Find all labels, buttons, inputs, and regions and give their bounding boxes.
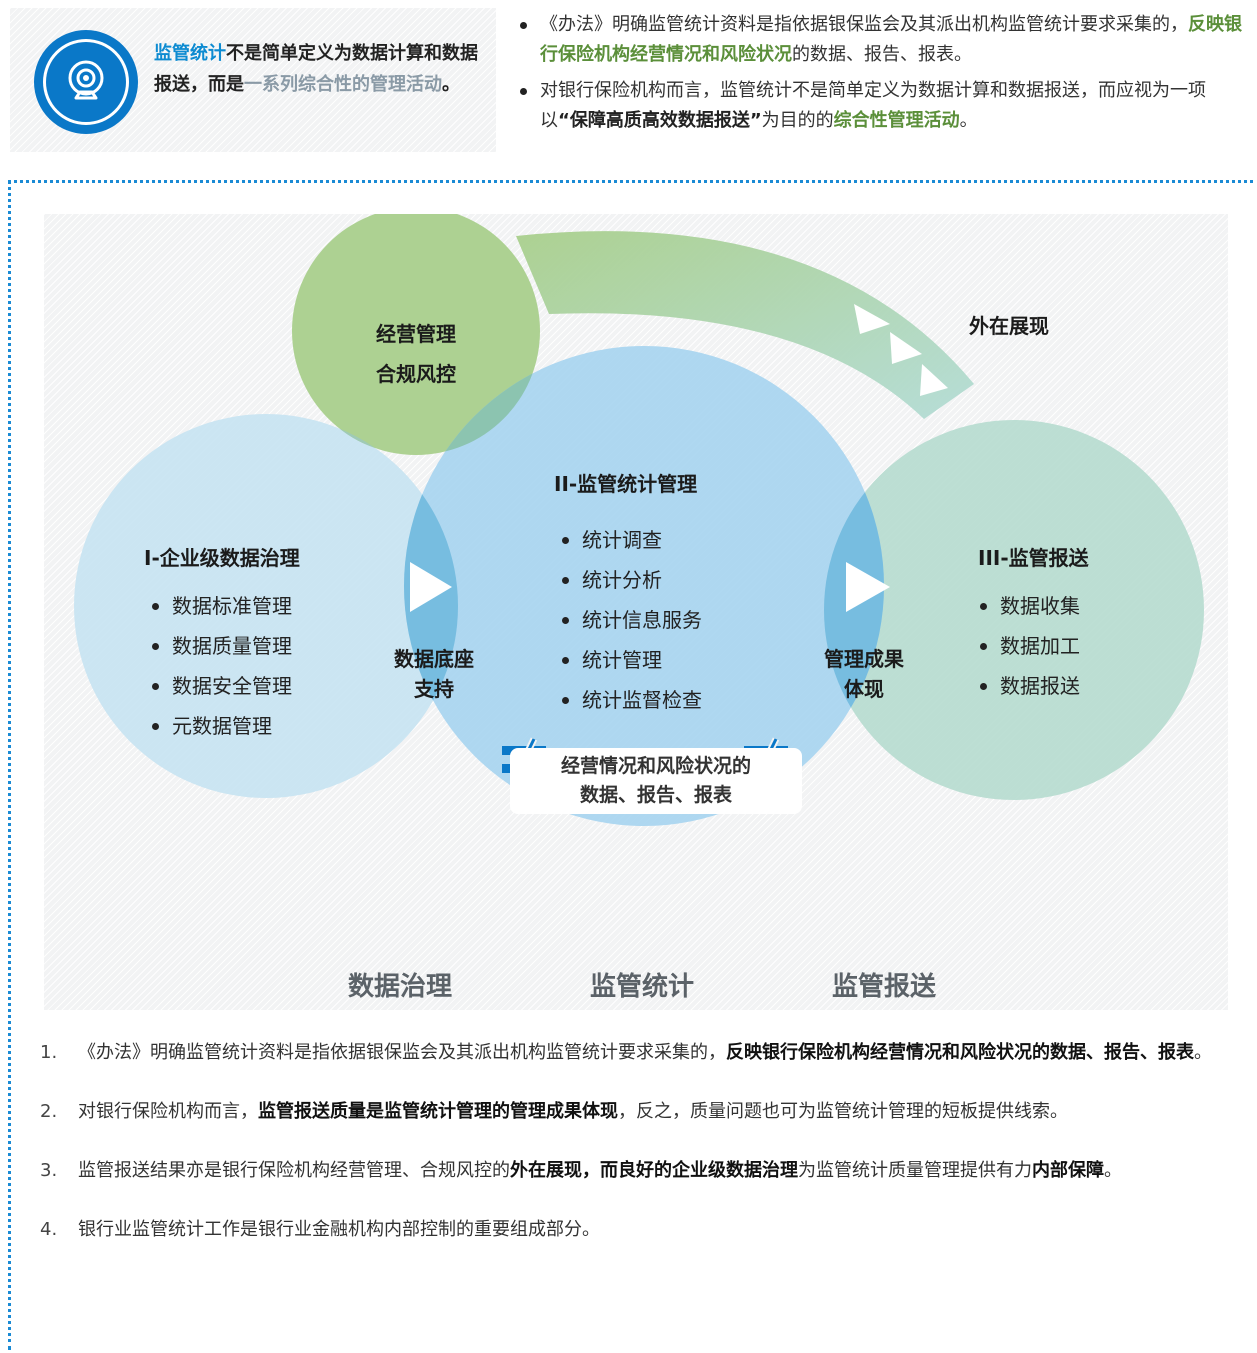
list-item: 元数据管理 bbox=[152, 706, 292, 746]
note-item-1: 1.《办法》明确监管统计资料是指依据银保监会及其派出机构监管统计要求采集的，反映… bbox=[40, 1042, 1212, 1063]
left-circle bbox=[74, 414, 458, 798]
result-box: 经营情况和风险状况的 数据、报告、报表 bbox=[510, 748, 802, 814]
list-item: 统计分析 bbox=[562, 560, 702, 600]
list-item: 数据收集 bbox=[980, 586, 1080, 626]
top-bullet-2: 对银行保险机构而言，监管统计不是简单定义为数据计算和数据报送，而应视为一项以“保… bbox=[520, 76, 1250, 136]
left-circle-title: I-企业级数据治理 bbox=[144, 546, 300, 570]
notes-list: 1.《办法》明确监管统计资料是指依据银保监会及其派出机构监管统计要求采集的，反映… bbox=[40, 1037, 1220, 1273]
list-item: 数据报送 bbox=[980, 666, 1080, 706]
summary-callout: 监管统计不是简单定义为数据计算和数据报送，而是一系列综合性的管理活动。 bbox=[10, 8, 496, 152]
equation-term-regulatory-statistics: 监管统计 bbox=[590, 972, 695, 1002]
arrow-chevron-3 bbox=[920, 364, 948, 396]
play-icon-left bbox=[410, 562, 452, 612]
top-bullet-1: 《办法》明确监管统计资料是指依据银保监会及其派出机构监管统计要求采集的，反映银行… bbox=[520, 10, 1250, 70]
list-item: 数据标准管理 bbox=[152, 586, 292, 626]
arrow-label: 外在展现 bbox=[969, 314, 1049, 338]
right-overlap-label: 管理成果 体现 bbox=[824, 647, 904, 701]
list-item: 统计管理 bbox=[562, 640, 702, 680]
note-item-2: 2.对银行保险机构而言，监管报送质量是监管统计管理的管理成果体现，反之，质量问题… bbox=[40, 1101, 1068, 1122]
center-circle-list: 统计调查 统计分析 统计信息服务 统计管理 统计监督检查 bbox=[562, 520, 702, 720]
equation-term-data-governance: 数据治理 bbox=[348, 972, 453, 1002]
arrow-chevron-2 bbox=[890, 332, 922, 364]
arrow-chevron-1 bbox=[854, 304, 890, 334]
list-item: 统计调查 bbox=[562, 520, 702, 560]
note-item-4: 4.银行业监管统计工作是银行业金融机构内部控制的重要组成部分。 bbox=[40, 1219, 600, 1240]
right-circle-title: III-监管报送 bbox=[978, 546, 1089, 570]
play-icon-right bbox=[846, 562, 890, 612]
venn-diagram-panel: 经营管理 合规风控 外在展现 I-企业级数据治理 数据标准管理 数据质量管理 数… bbox=[44, 214, 1228, 1010]
top-circle-label: 经营管理 合规风控 bbox=[376, 322, 456, 386]
center-circle bbox=[404, 346, 884, 826]
webcam-icon bbox=[34, 30, 138, 134]
top-circle bbox=[292, 214, 540, 455]
dotted-divider-vertical bbox=[8, 180, 11, 1350]
external-presentation-arrow bbox=[516, 231, 974, 419]
callout-text: 监管统计不是简单定义为数据计算和数据报送，而是一系列综合性的管理活动。 bbox=[154, 43, 478, 95]
left-circle-list: 数据标准管理 数据质量管理 数据安全管理 元数据管理 bbox=[152, 586, 292, 746]
list-item: 数据加工 bbox=[980, 626, 1080, 666]
venn-diagram bbox=[74, 214, 1204, 826]
list-item: 数据安全管理 bbox=[152, 666, 292, 706]
list-item: 统计监督检查 bbox=[562, 680, 702, 720]
list-item: 统计信息服务 bbox=[562, 600, 702, 640]
left-overlap-label: 数据底座 支持 bbox=[394, 647, 474, 701]
center-circle-title: II-监管统计管理 bbox=[554, 472, 698, 496]
right-circle-list: 数据收集 数据加工 数据报送 bbox=[980, 586, 1080, 706]
top-bullet-list: 《办法》明确监管统计资料是指依据银保监会及其派出机构监管统计要求采集的，反映银行… bbox=[520, 10, 1250, 142]
note-item-3: 3.监管报送结果亦是银行保险机构经营管理、合规风控的外在展现，而良好的企业级数据… bbox=[40, 1160, 1122, 1181]
equation-term-regulatory-reporting: 监管报送 bbox=[832, 972, 937, 1002]
right-circle bbox=[824, 420, 1204, 800]
dotted-divider-horizontal bbox=[8, 180, 1253, 183]
list-item: 数据质量管理 bbox=[152, 626, 292, 666]
